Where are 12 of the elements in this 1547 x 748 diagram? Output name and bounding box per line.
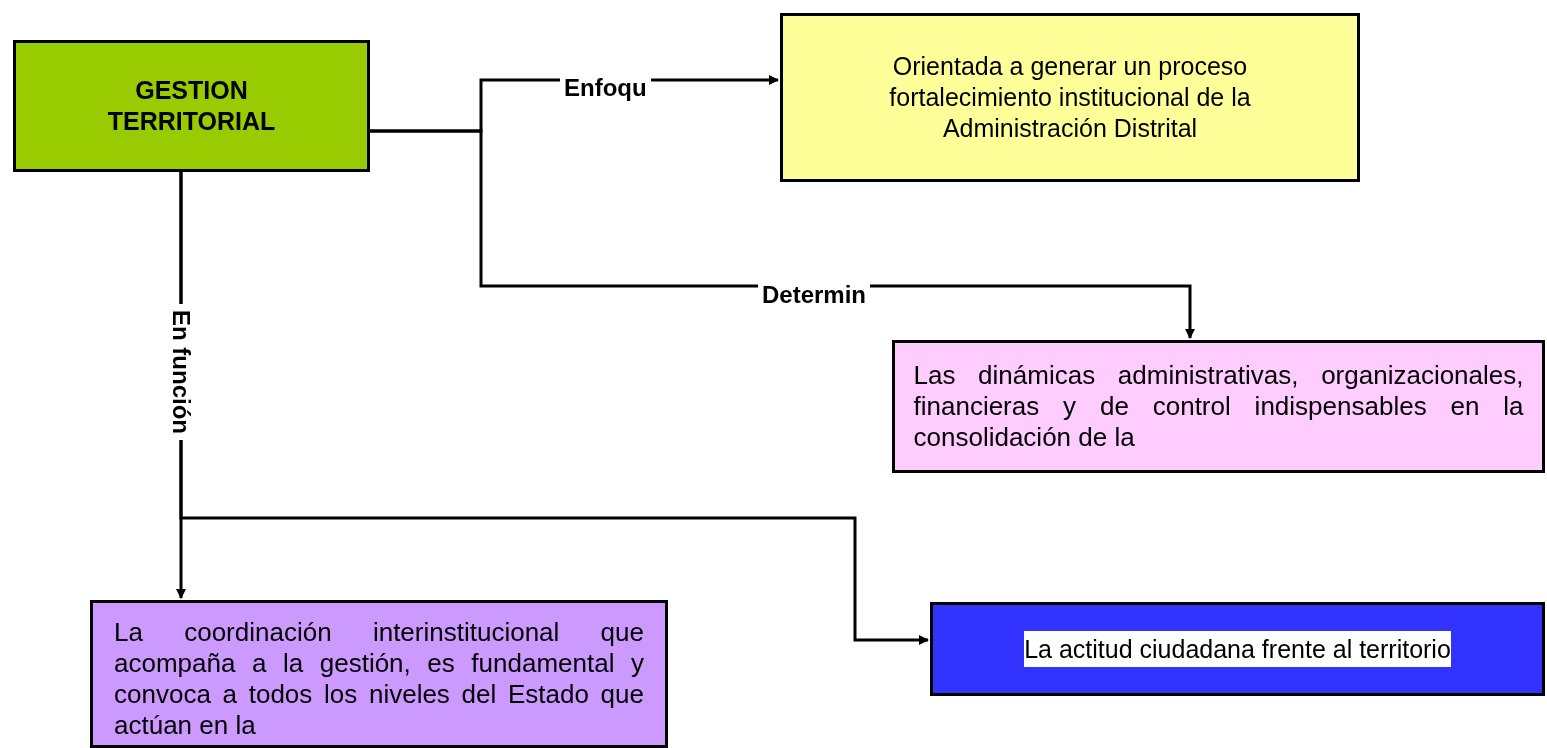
process-box <box>780 13 1360 182</box>
arrow <box>179 172 929 645</box>
box-text: Las dinámicas administrativas, organizacionales, financieras y de control indispensables en la consolidación de la <box>913 360 1524 453</box>
process-box <box>892 340 1545 473</box>
box-text: GESTION TERRITORIAL <box>106 75 277 137</box>
title-box <box>13 40 370 172</box>
box-text: La coordinación interinstitucional que acompaña a la gestión, es fundamental y convoca a todos los niveles del Estado que actúan en la <box>114 617 644 741</box>
process-box <box>90 600 668 748</box>
arrow <box>370 129 1195 339</box>
box-text: La actitud ciudadana frente al territorio <box>1024 631 1451 667</box>
process-box <box>930 602 1545 696</box>
box-text: Orientada a generar un proceso fortalecimiento institucional de la Administración Distrital <box>888 51 1252 144</box>
